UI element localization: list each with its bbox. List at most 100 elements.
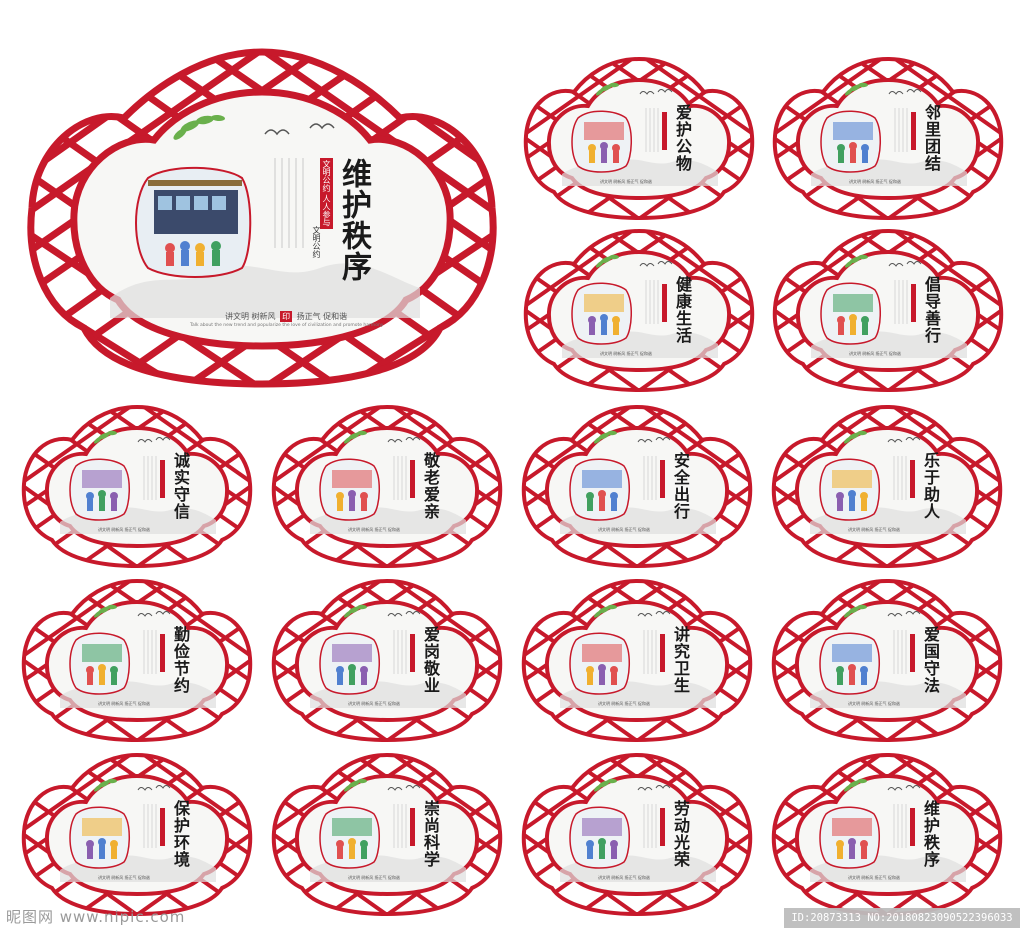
leaf-decoration-icon — [173, 114, 225, 140]
cloud-decoration-icon — [888, 89, 922, 95]
lattice-frame — [772, 56, 1004, 221]
leaf-decoration-icon — [93, 604, 117, 618]
theme-panel-slogan: 讲文明 树新风 扬正气 促和谐 — [600, 351, 652, 356]
theme-panel-title: 安全出行 — [671, 452, 690, 520]
theme-panel-slogan: 讲文明 树新风 扬正气 促和谐 — [849, 179, 901, 184]
theme-panel: 崇尚科学讲文明 树新风 扬正气 促和谐 — [270, 752, 504, 917]
lattice-frame — [772, 228, 1004, 393]
neighbors-illustration-icon — [820, 110, 881, 173]
theme-panel: 诚实守信讲文明 树新风 扬正气 促和谐 — [20, 404, 254, 569]
thrift-illustration-icon — [69, 632, 130, 695]
lattice-frame — [521, 752, 753, 917]
lattice-frame — [271, 578, 503, 743]
theme-panel-slogan: 讲文明 树新风 扬正气 促和谐 — [348, 701, 400, 706]
watermark-nipic: 昵图网 www.nipic.com — [6, 908, 186, 926]
cloud-decoration-icon — [264, 123, 335, 136]
leaf-decoration-icon — [595, 82, 619, 96]
lattice-frame — [271, 752, 503, 917]
theme-panel-slogan: 讲文明 树新风 扬正气 促和谐 — [98, 875, 150, 880]
cloud-decoration-icon — [387, 611, 421, 617]
lattice-frame — [521, 404, 753, 569]
honesty-illustration-icon — [69, 458, 130, 521]
lattice-frame — [771, 752, 1003, 917]
main-slogan-a: 讲文明 树新风 — [225, 312, 276, 321]
leaf-decoration-icon — [844, 82, 868, 96]
theme-panel: 勤俭节约讲文明 树新风 扬正气 促和谐 — [20, 578, 254, 743]
main-slogan-b: 扬正气 促和谐 — [296, 312, 348, 321]
cloud-decoration-icon — [137, 785, 171, 791]
theme-panel-title: 爱护公物 — [673, 104, 692, 172]
cloud-decoration-icon — [639, 261, 673, 267]
cloud-decoration-icon — [639, 89, 673, 95]
theme-panel-slogan: 讲文明 树新风 扬正气 促和谐 — [98, 527, 150, 532]
leaf-decoration-icon — [843, 778, 867, 792]
theme-panel-title: 讲究卫生 — [671, 626, 690, 694]
bus-station-illustration-icon — [135, 166, 252, 278]
theme-panel-title: 健康生活 — [673, 276, 692, 344]
cloud-decoration-icon — [387, 785, 421, 791]
cloud-decoration-icon — [887, 785, 921, 791]
theme-panel-title: 维护秩序 — [921, 800, 940, 868]
theme-panel-slogan: 讲文明 树新风 扬正气 促和谐 — [348, 527, 400, 532]
lattice-frame — [771, 578, 1003, 743]
cloud-decoration-icon — [387, 437, 421, 443]
theme-panel-title: 邻里团结 — [922, 104, 941, 172]
watermark-id: ID:20873313 NO:20180823090522396033 — [784, 908, 1020, 928]
cloud-decoration-icon — [887, 437, 921, 443]
leaf-decoration-icon — [595, 254, 619, 268]
theme-panel: 安全出行讲文明 树新风 扬正气 促和谐 — [520, 404, 754, 569]
good-deeds-illustration-icon — [820, 282, 881, 345]
lattice-frame — [523, 228, 755, 393]
leaf-decoration-icon — [93, 778, 117, 792]
patriotism-illustration-icon — [819, 632, 880, 695]
helping-others-illustration-icon — [819, 458, 880, 521]
lattice-frame — [271, 404, 503, 569]
leaf-decoration-icon — [593, 778, 617, 792]
respect-elders-illustration-icon — [319, 458, 380, 521]
cloud-decoration-icon — [137, 437, 171, 443]
main-tag-small: 文明公约 — [312, 226, 321, 258]
safe-travel-illustration-icon — [569, 458, 630, 521]
public-property-illustration-icon — [571, 110, 632, 173]
lattice-frame — [21, 404, 253, 569]
main-tag-red: 文明公约 人人参与 — [320, 158, 333, 229]
labor-illustration-icon — [569, 806, 630, 869]
theme-panel: 健康生活讲文明 树新风 扬正气 促和谐 — [522, 228, 756, 393]
lattice-frame — [771, 404, 1003, 569]
theme-panel-title: 倡导善行 — [922, 276, 941, 344]
theme-panel-title: 敬老爱亲 — [421, 452, 440, 520]
environment-illustration-icon — [69, 806, 130, 869]
theme-panel-title: 爱岗敬业 — [421, 626, 440, 694]
lattice-frame — [523, 56, 755, 221]
theme-panel: 讲究卫生讲文明 树新风 扬正气 促和谐 — [520, 578, 754, 743]
theme-panel: 爱岗敬业讲文明 树新风 扬正气 促和谐 — [270, 578, 504, 743]
theme-panel-slogan: 讲文明 树新风 扬正气 促和谐 — [848, 527, 900, 532]
theme-panel-title: 劳动光荣 — [671, 800, 690, 868]
theme-panel-slogan: 讲文明 树新风 扬正气 促和谐 — [98, 701, 150, 706]
theme-panel: 邻里团结讲文明 树新风 扬正气 促和谐 — [771, 56, 1005, 221]
leaf-decoration-icon — [844, 254, 868, 268]
theme-panel-slogan: 讲文明 树新风 扬正气 促和谐 — [848, 701, 900, 706]
lattice-frame — [21, 752, 253, 917]
leaf-decoration-icon — [843, 604, 867, 618]
dedication-illustration-icon — [319, 632, 380, 695]
cloud-decoration-icon — [637, 437, 671, 443]
lattice-frame — [21, 578, 253, 743]
leaf-decoration-icon — [343, 778, 367, 792]
cloud-decoration-icon — [887, 611, 921, 617]
theme-panel-slogan: 讲文明 树新风 扬正气 促和谐 — [598, 875, 650, 880]
hygiene-illustration-icon — [569, 632, 630, 695]
theme-panel-title: 诚实守信 — [171, 452, 190, 520]
theme-panel: 爱护公物讲文明 树新风 扬正气 促和谐 — [522, 56, 756, 221]
leaf-decoration-icon — [343, 604, 367, 618]
theme-panel: 爱国守法讲文明 树新风 扬正气 促和谐 — [770, 578, 1004, 743]
theme-panel-slogan: 讲文明 树新风 扬正气 促和谐 — [848, 875, 900, 880]
theme-panel-slogan: 讲文明 树新风 扬正气 促和谐 — [849, 351, 901, 356]
theme-panel-title: 乐于助人 — [921, 452, 940, 520]
theme-panel: 敬老爱亲讲文明 树新风 扬正气 促和谐 — [270, 404, 504, 569]
theme-panel-slogan: 讲文明 树新风 扬正气 促和谐 — [598, 527, 650, 532]
main-panel: 维护秩序 文明公约 人人参与 文明公约 讲文明 树新风 印 扬正气 促和谐 Ta… — [20, 48, 504, 388]
theme-panel-slogan: 讲文明 树新风 扬正气 促和谐 — [348, 875, 400, 880]
theme-panel-title: 勤俭节约 — [171, 626, 190, 694]
theme-panel-title: 爱国守法 — [921, 626, 940, 694]
